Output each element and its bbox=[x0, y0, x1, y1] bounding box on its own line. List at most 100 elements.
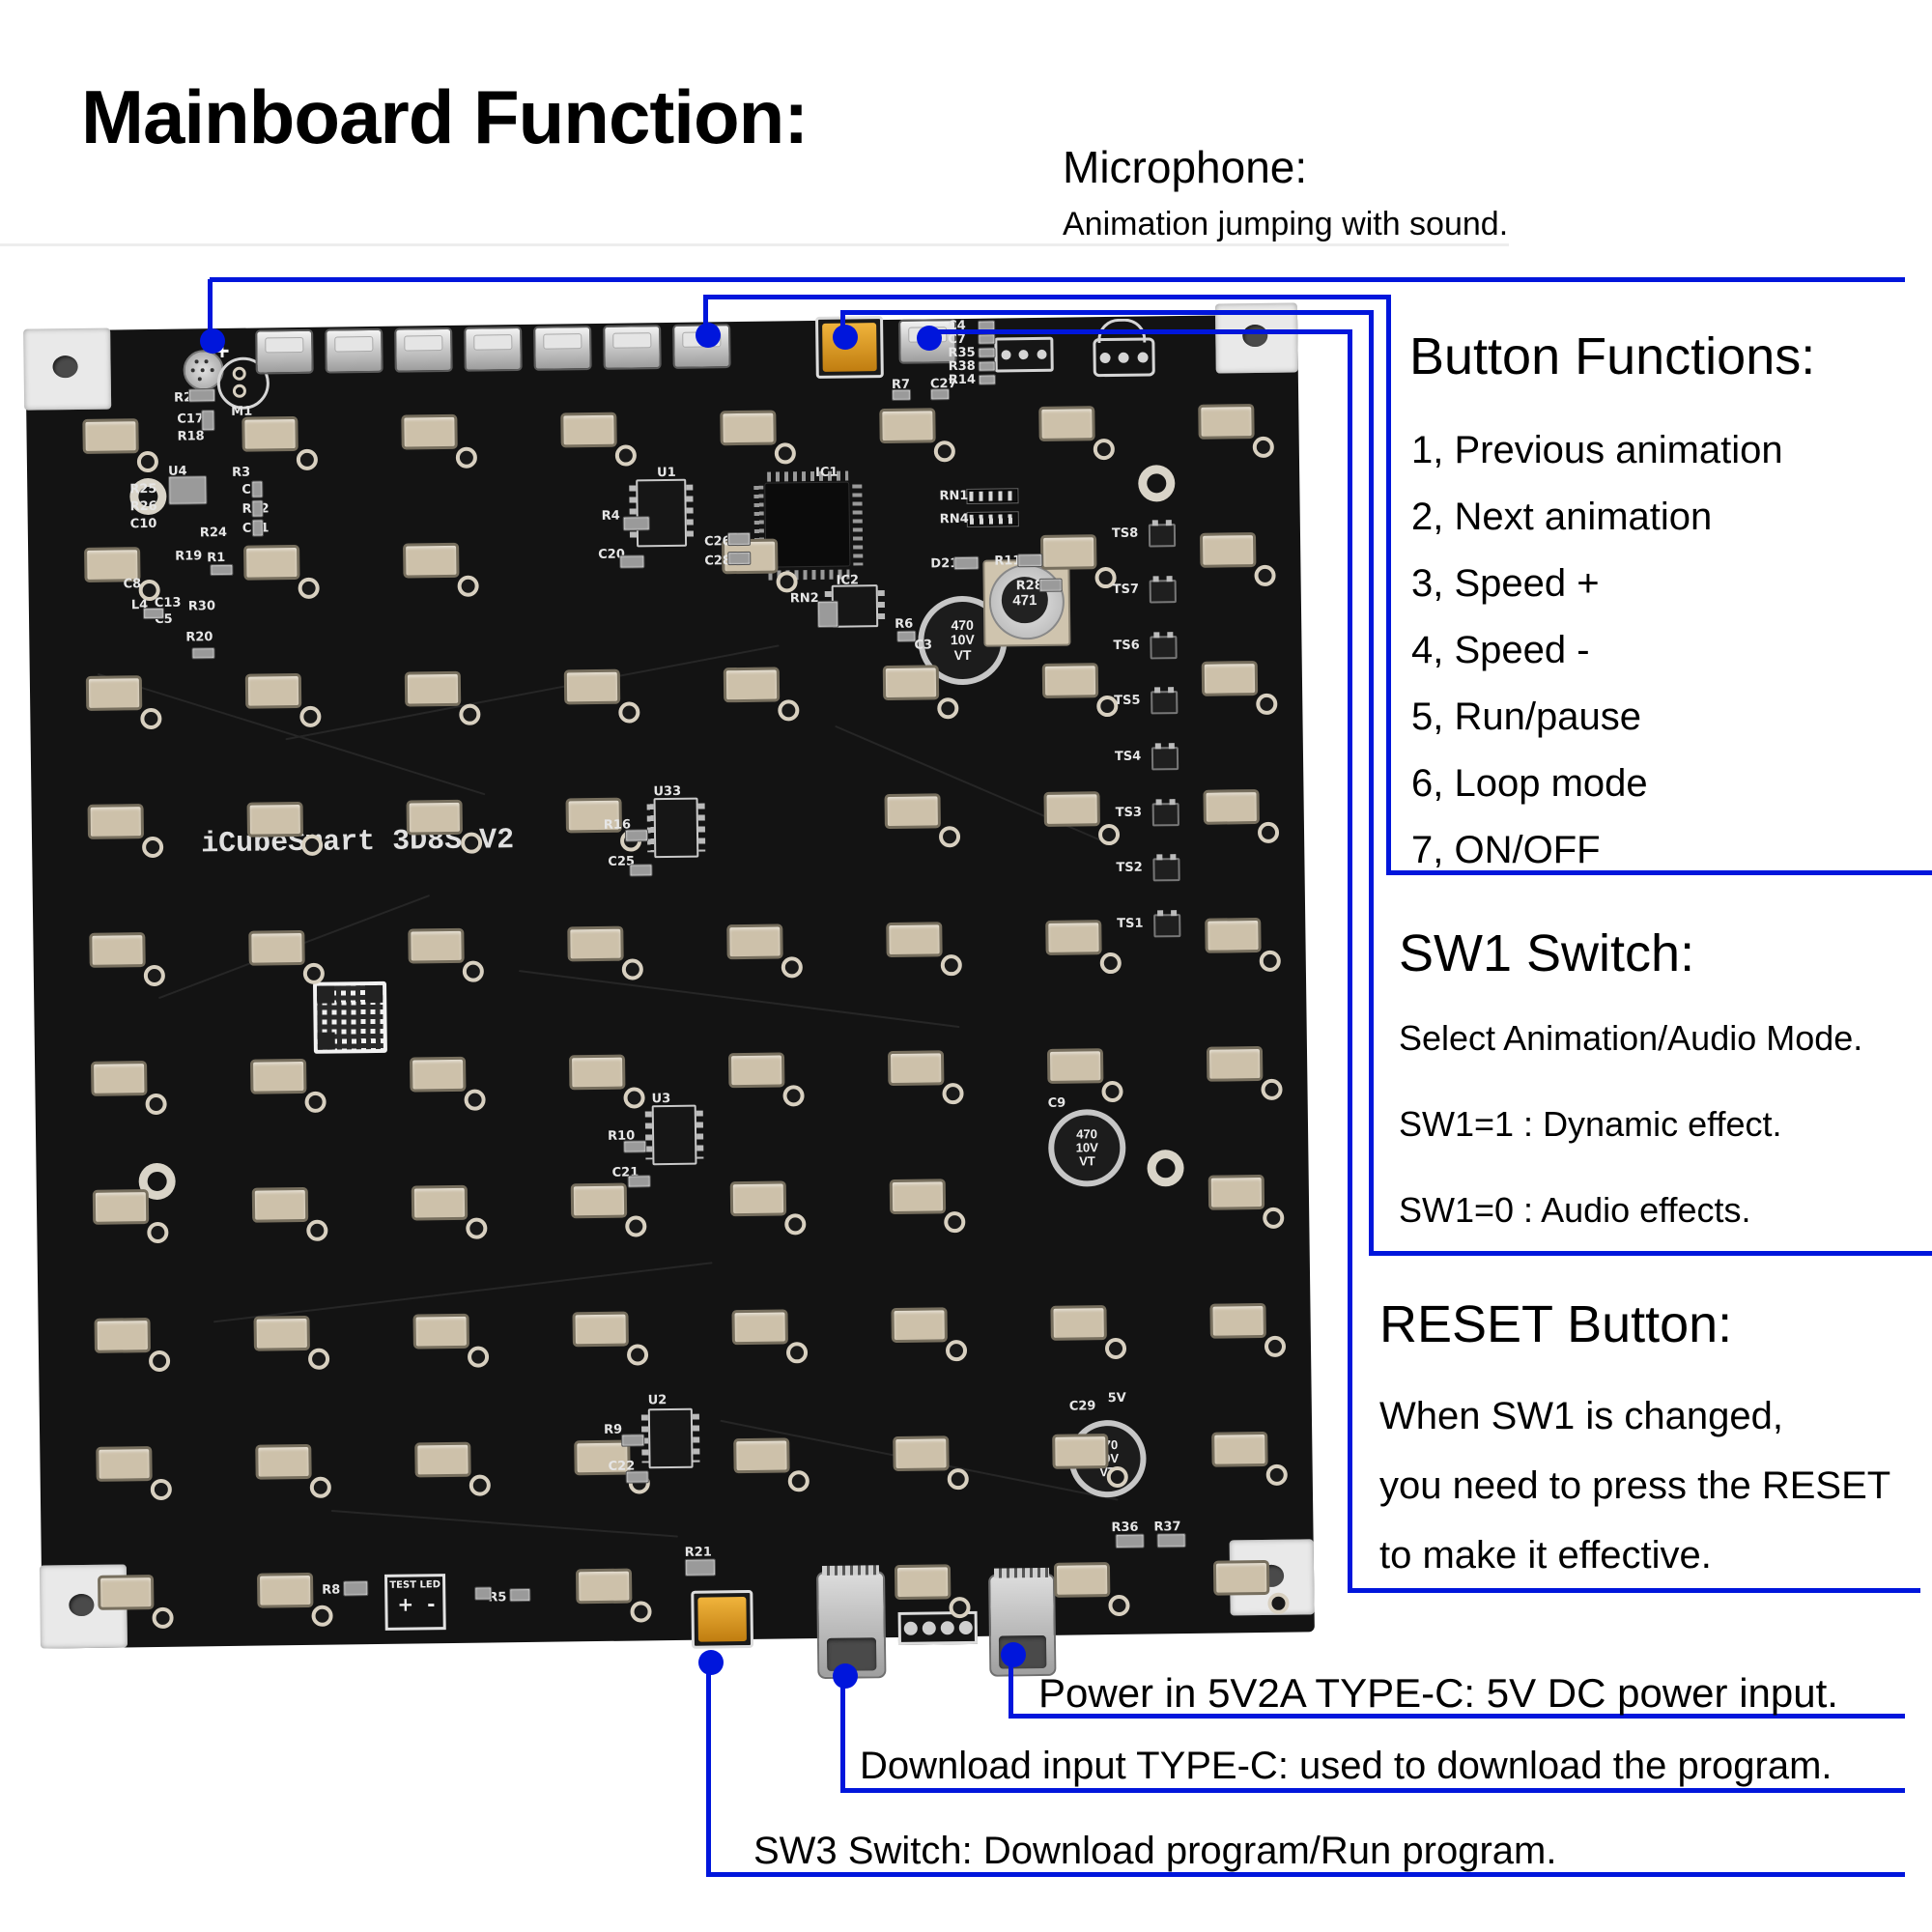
download-dot bbox=[833, 1663, 858, 1689]
resistor-network-rn1 bbox=[966, 488, 1019, 504]
ts-component bbox=[1151, 747, 1179, 771]
mounting-hole bbox=[1138, 465, 1176, 502]
component-label: M1 bbox=[231, 404, 253, 419]
led-panel-pad bbox=[729, 1180, 787, 1217]
text-line: SW1=1 : Dynamic effect. bbox=[1399, 1104, 1782, 1144]
sw1-dot bbox=[833, 325, 858, 350]
smd-chip bbox=[978, 360, 996, 372]
component-label: C17 bbox=[177, 412, 205, 427]
ic-u33 bbox=[653, 797, 699, 859]
led-panel-pad bbox=[1205, 917, 1262, 953]
list-item: 3, Speed + bbox=[1411, 562, 1600, 605]
led-panel-pad bbox=[1198, 404, 1255, 440]
download-leader-v bbox=[840, 1674, 845, 1793]
via-ring bbox=[782, 1085, 805, 1107]
led-panel-pad bbox=[410, 1056, 467, 1093]
led-panel-pad bbox=[894, 1564, 952, 1601]
mic-dot bbox=[200, 328, 225, 354]
ts-component bbox=[1153, 914, 1181, 938]
led-panel-pad bbox=[1211, 1431, 1268, 1467]
smd-chip bbox=[509, 1587, 531, 1603]
smd-chip bbox=[625, 1470, 649, 1484]
led-panel-pad bbox=[723, 667, 781, 703]
component-label: RN1 bbox=[939, 488, 969, 504]
via-ring bbox=[937, 697, 959, 720]
led-panel-pad bbox=[253, 1315, 310, 1351]
component-label: R14 bbox=[948, 372, 977, 388]
sw1-leader-h bbox=[840, 310, 1374, 315]
via-ring bbox=[148, 1350, 171, 1373]
list-item: 4, Speed - bbox=[1411, 629, 1590, 671]
via-ring bbox=[1101, 1080, 1123, 1103]
led-panel-pad bbox=[246, 801, 304, 838]
smd-chip bbox=[1017, 553, 1043, 568]
ts-component bbox=[1151, 803, 1179, 827]
via-ring bbox=[455, 446, 478, 469]
led-panel-pad bbox=[889, 1179, 947, 1215]
led-panel-pad bbox=[1052, 1434, 1109, 1469]
via-ring bbox=[300, 834, 324, 856]
via-ring bbox=[1104, 1337, 1127, 1360]
via-ring bbox=[1264, 1335, 1287, 1357]
led-panel-pad bbox=[1038, 406, 1095, 441]
led-panel-pad bbox=[82, 418, 139, 454]
led-panel-pad bbox=[96, 1446, 153, 1482]
via-ring bbox=[464, 1089, 486, 1111]
sw3-dot bbox=[698, 1650, 724, 1675]
led-panel-pad bbox=[403, 542, 460, 579]
list-item: 5, Run/pause bbox=[1411, 696, 1641, 738]
reset-dot bbox=[917, 326, 942, 351]
text-line: SW1=0 : Audio effects. bbox=[1399, 1190, 1751, 1230]
via-ring bbox=[141, 836, 164, 859]
component-label: C8 bbox=[123, 577, 142, 592]
led-panel-pad bbox=[733, 1437, 790, 1474]
led-panel-pad bbox=[97, 1575, 155, 1610]
component-label: C9 bbox=[1047, 1095, 1066, 1111]
via-ring bbox=[467, 1346, 490, 1368]
led-panel-pad bbox=[567, 925, 624, 962]
led-panel-pad bbox=[1201, 661, 1259, 696]
via-ring bbox=[781, 956, 803, 979]
microphone-heading: Microphone: bbox=[1063, 142, 1308, 192]
via-ring bbox=[459, 703, 481, 725]
via-ring bbox=[457, 575, 479, 597]
smd-chip bbox=[191, 647, 215, 660]
power-dot bbox=[1001, 1642, 1026, 1667]
via-ring bbox=[625, 1215, 647, 1237]
ts-label: TS7 bbox=[1112, 582, 1140, 597]
via-ring bbox=[1106, 1465, 1128, 1489]
led-panel-pad bbox=[408, 927, 465, 964]
reset-leader-h bbox=[924, 329, 1352, 334]
smd-chip bbox=[251, 480, 264, 498]
via-ring bbox=[307, 1348, 330, 1370]
led-panel-pad bbox=[886, 922, 943, 958]
led-panel-pad bbox=[251, 1186, 309, 1223]
sw1-box-left bbox=[1369, 310, 1374, 1256]
ts-label: TS3 bbox=[1115, 805, 1143, 820]
ic-u3 bbox=[651, 1104, 697, 1166]
component-label: C3 bbox=[914, 638, 933, 653]
via-ring bbox=[311, 1605, 333, 1627]
function-button bbox=[394, 327, 453, 373]
via-ring bbox=[1254, 564, 1276, 587]
via-ring bbox=[949, 1596, 971, 1619]
led-panel-pad bbox=[879, 408, 936, 444]
component-label: U33 bbox=[653, 783, 682, 800]
led-panel-pad bbox=[726, 923, 783, 960]
via-ring bbox=[945, 1340, 968, 1362]
component-label: R4 bbox=[601, 508, 620, 524]
ts-component bbox=[1152, 858, 1180, 882]
smd-chip bbox=[624, 829, 649, 842]
smd-chip bbox=[726, 531, 752, 547]
ts-label: TS1 bbox=[1117, 916, 1144, 931]
via-ring bbox=[1267, 1592, 1290, 1614]
via-ring bbox=[1252, 436, 1274, 459]
via-ring bbox=[136, 450, 159, 473]
via-ring bbox=[466, 1217, 488, 1239]
list-item: 7, ON/OFF bbox=[1411, 829, 1601, 871]
led-panel-pad bbox=[1046, 1048, 1104, 1084]
via-ring bbox=[296, 448, 319, 471]
smd-chip bbox=[978, 374, 996, 385]
function-button bbox=[255, 328, 314, 375]
